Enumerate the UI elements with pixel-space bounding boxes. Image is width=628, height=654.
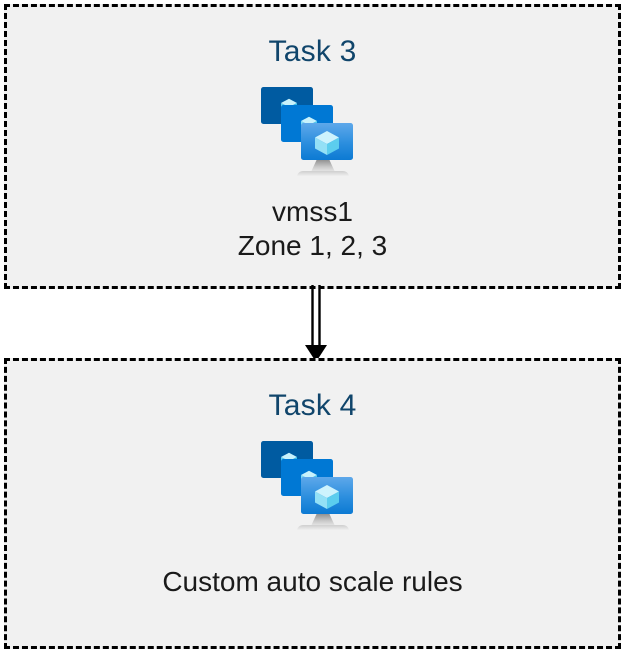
cube-glyph-front xyxy=(314,485,339,509)
task3-caption-line-2: Zone 1, 2, 3 xyxy=(237,230,388,261)
task3-caption-block: vmss1 Zone 1, 2, 3 xyxy=(238,195,387,263)
task3-icon-wrap xyxy=(249,81,377,181)
task4-icon-wrap xyxy=(249,435,377,535)
vm-scale-set-icon xyxy=(260,441,353,530)
task4-caption-block: Custom auto scale rules xyxy=(162,565,462,599)
double-line-arrow-down-icon xyxy=(305,285,327,362)
task4-title: Task 4 xyxy=(268,389,357,422)
vm-scale-set-icon xyxy=(260,87,353,176)
task3-caption-line-1: vmss1 xyxy=(272,196,353,227)
task3-title: Task 3 xyxy=(268,35,357,68)
task4-caption-line-1: Custom auto scale rules xyxy=(162,566,463,597)
task-box-task3[interactable]: Task 3 xyxy=(4,4,621,289)
cube-glyph-front xyxy=(314,131,339,155)
task-box-task4[interactable]: Task 4 xyxy=(4,358,621,649)
